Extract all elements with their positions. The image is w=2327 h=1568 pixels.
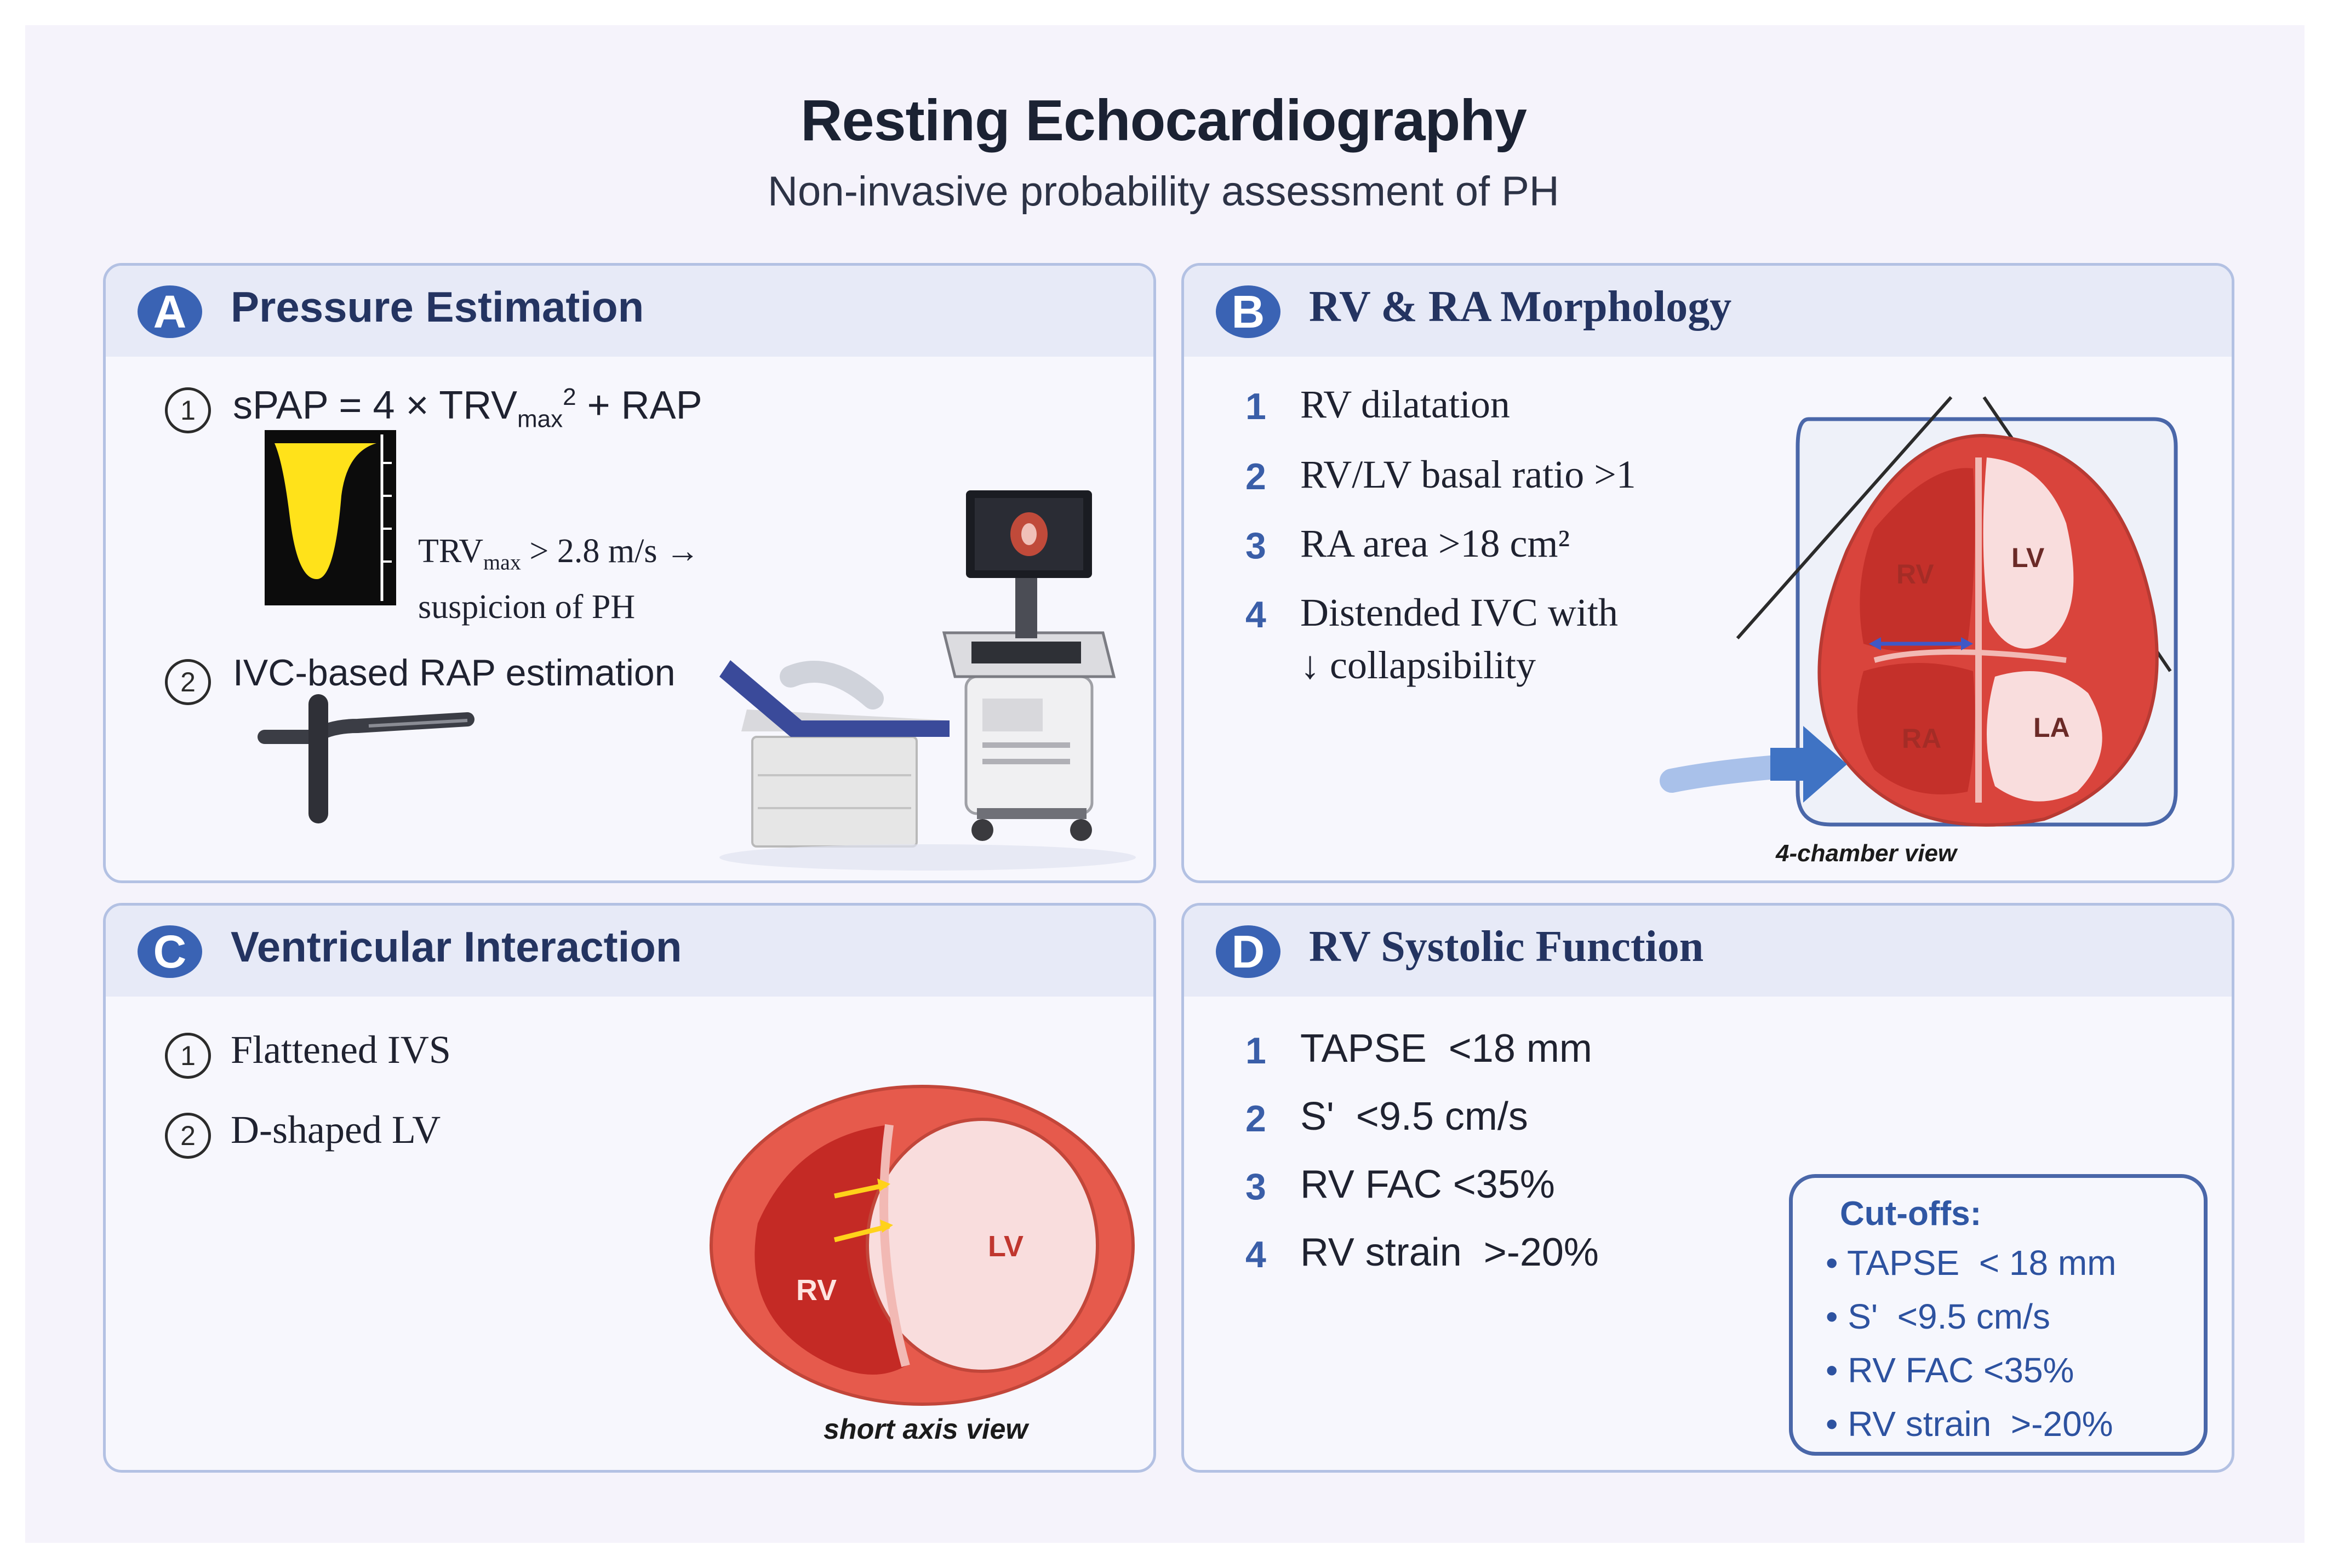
panel-title: RV Systolic Function — [1309, 923, 1704, 971]
trv-threshold: > 2.8 m/s → — [521, 533, 700, 570]
flattened-ivs-text: Flattened IVS — [231, 1028, 451, 1072]
trv-threshold-text: TRVmax > 2.8 m/s → suspicion of PH — [418, 529, 700, 630]
heart-label-ra: RA — [1902, 723, 1941, 754]
tapse-text: TAPSE <18 mm — [1300, 1027, 1592, 1071]
cutoffs-title: Cut-offs: — [1840, 1195, 1982, 1233]
four-chamber-heart-illustration: RV LV RA LA — [1660, 396, 2178, 827]
cutoffs-box: Cut-offs: • TAPSE < 18 mm • S' <9.5 cm/s… — [1789, 1174, 2208, 1456]
panel-title: Ventricular Interaction — [231, 923, 682, 971]
item-number: 1 — [1245, 386, 1266, 427]
spap-formula: sPAP = 4 × TRVmax2 + RAP — [233, 383, 702, 433]
panel-header: A Pressure Estimation — [106, 266, 1153, 357]
formula-tail: + RAP — [576, 384, 702, 427]
panel-title: RV & RA Morphology — [1309, 283, 1732, 331]
heart-label-lv: LV — [988, 1230, 1024, 1263]
panel-pressure-estimation: A Pressure Estimation 1 sPAP = 4 × TRVma… — [103, 263, 1156, 883]
cutoff-item: • TAPSE < 18 mm — [1826, 1243, 2117, 1283]
four-chamber-view-label: 4-chamber view — [1776, 840, 1957, 867]
heart-label-la: LA — [2033, 712, 2070, 743]
item-number: 3 — [1245, 1166, 1266, 1208]
panel-letter-badge: A — [138, 285, 202, 338]
item-number: 3 — [1245, 525, 1266, 566]
heart-label-rv: RV — [1896, 559, 1934, 590]
item-number: 4 — [1245, 594, 1266, 636]
panel-rv-ra-morphology: B RV & RA Morphology 1 RV dilatation 2 R… — [1181, 263, 2234, 883]
cutoff-item: • RV FAC <35% — [1826, 1350, 2074, 1390]
trv-suspicion: suspicion of PH — [418, 588, 636, 626]
item-number: 2 — [1245, 456, 1266, 497]
panel-letter-badge: B — [1216, 285, 1280, 338]
trv-label: TRV — [418, 533, 484, 570]
formula-subscript: max — [517, 405, 563, 433]
heart-label-lv: LV — [2011, 542, 2045, 573]
item-number: 1 — [1245, 1030, 1266, 1072]
panel-ventricular-interaction: C Ventricular Interaction 1 Flattened IV… — [103, 903, 1156, 1473]
s-prime-text: S' <9.5 cm/s — [1300, 1095, 1528, 1138]
item-number: 2 — [165, 1113, 211, 1159]
item-number: 2 — [165, 659, 211, 705]
formula-superscript: 2 — [563, 384, 576, 410]
doppler-trace-icon — [265, 430, 396, 605]
item-number: 2 — [1245, 1098, 1266, 1140]
panel-letter-badge: D — [1216, 925, 1280, 978]
formula-text: sPAP = 4 × TRV — [233, 384, 517, 427]
distended-ivc-text: Distended IVC with — [1300, 591, 1618, 634]
short-axis-heart-illustration: RV LV — [710, 1085, 1135, 1406]
panel-rv-systolic-function: D RV Systolic Function 1 TAPSE <18 mm 2 … — [1181, 903, 2234, 1473]
panel-title: Pressure Estimation — [231, 283, 644, 331]
panel-letter-badge: C — [138, 925, 202, 978]
ultrasound-machine-icon — [719, 490, 1136, 871]
panel-header: B RV & RA Morphology — [1184, 266, 2232, 357]
cutoff-item: • S' <9.5 cm/s — [1826, 1297, 2050, 1336]
ivc-rap-text: IVC-based RAP estimation — [233, 652, 676, 694]
panel-header: C Ventricular Interaction — [106, 906, 1153, 997]
ivc-vessel-icon — [258, 694, 474, 823]
item-number: 1 — [165, 387, 211, 433]
rv-lv-ratio-text: RV/LV basal ratio >1 — [1300, 453, 1636, 496]
trv-subscript: max — [483, 550, 521, 575]
d-shaped-lv-text: D-shaped LV — [231, 1108, 441, 1152]
figure-subtitle: Non-invasive probability assessment of P… — [768, 168, 1559, 215]
rv-fac-text: RV FAC <35% — [1300, 1163, 1555, 1206]
collapsibility-text: ↓ collapsibility — [1300, 643, 1536, 687]
short-axis-view-label: short axis view — [824, 1414, 1028, 1445]
item-number: 4 — [1245, 1234, 1266, 1275]
cutoff-item: • RV strain >-20% — [1826, 1404, 2113, 1444]
figure-title: Resting Echocardiography — [801, 88, 1527, 153]
ra-area-text: RA area >18 cm² — [1300, 522, 1570, 565]
panel-header: D RV Systolic Function — [1184, 906, 2232, 997]
rv-strain-text: RV strain >-20% — [1300, 1231, 1599, 1274]
heart-label-rv: RV — [796, 1274, 837, 1307]
rv-dilatation-text: RV dilatation — [1300, 382, 1510, 426]
item-number: 1 — [165, 1033, 211, 1079]
